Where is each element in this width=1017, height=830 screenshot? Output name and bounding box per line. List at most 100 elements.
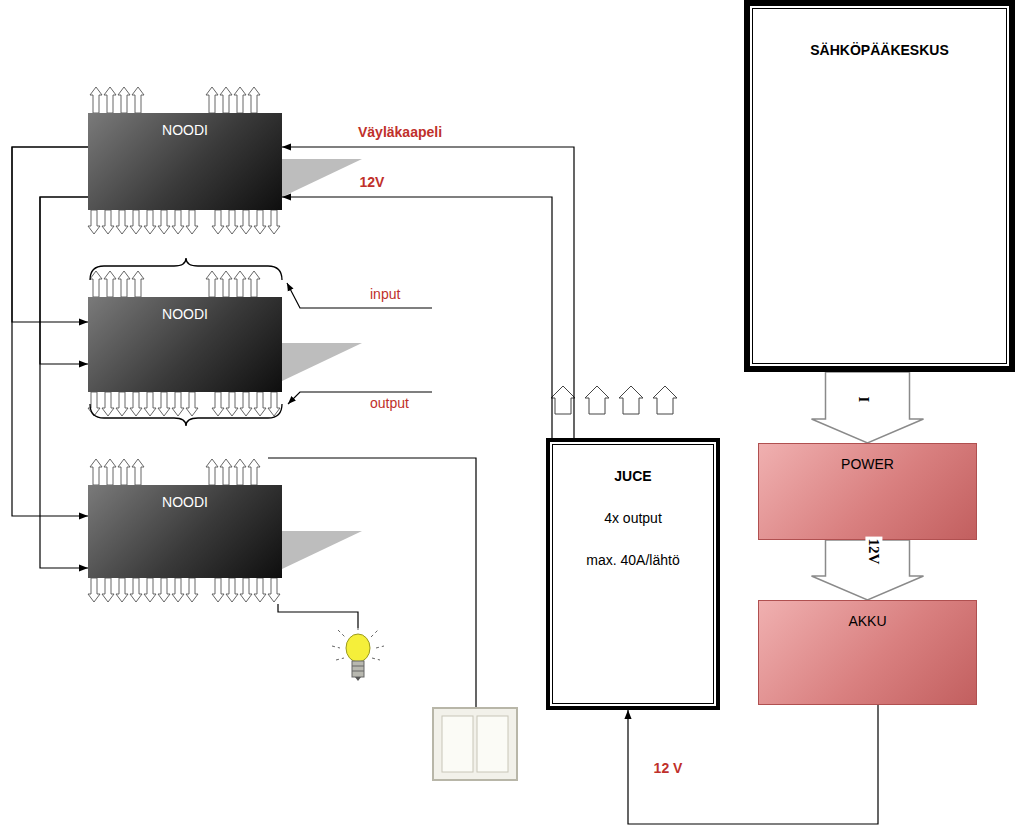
- pin-arrow: [206, 87, 218, 113]
- pin-arrow: [104, 459, 116, 485]
- pin-arrow: [220, 87, 232, 113]
- pin-arrow: [132, 87, 144, 113]
- edge-label: 12V: [358, 174, 387, 190]
- pin-arrow: [144, 392, 156, 416]
- pin-arrow: [212, 578, 224, 602]
- pin-arrow: [226, 210, 238, 234]
- switch-wire: [268, 458, 476, 708]
- pin-arrow: [88, 210, 100, 234]
- edge-label: 12 V: [652, 760, 685, 776]
- wire: [628, 705, 878, 824]
- pin-arrow: [90, 87, 102, 113]
- power-supply: POWER: [758, 443, 977, 540]
- pin-arrow: [172, 578, 184, 602]
- output-terminal: [653, 386, 677, 414]
- pin-arrow: [102, 210, 114, 234]
- pin-arrow: [206, 271, 218, 297]
- output-terminals: [551, 386, 677, 414]
- pin-arrow: [234, 271, 246, 297]
- output-terminal: [619, 386, 643, 414]
- wire: [282, 197, 552, 438]
- edge-label: 12V: [865, 537, 882, 567]
- node-text: NOODI: [162, 122, 208, 138]
- output-terminal: [585, 386, 609, 414]
- pin-arrow: [104, 87, 116, 113]
- node-text: 4x output: [604, 510, 662, 526]
- battery: AKKU: [758, 600, 977, 705]
- pin-arrow: [144, 578, 156, 602]
- pin-arrow: [268, 392, 280, 416]
- pin-arrow: [254, 392, 266, 416]
- pin-arrow: [130, 210, 142, 234]
- lamp-wire: [278, 604, 358, 628]
- pin-arrow: [116, 392, 128, 416]
- pin-arrow: [118, 87, 130, 113]
- pin-arrow: [158, 578, 170, 602]
- pin-arrow: [116, 210, 128, 234]
- pin-arrow: [234, 459, 246, 485]
- light-bulb: [332, 622, 384, 681]
- pin-arrow: [102, 578, 114, 602]
- wall-switch: [433, 708, 517, 780]
- power-distributor: JUCE 4x output max. 40A/lähtö: [546, 438, 720, 710]
- pin-arrow: [186, 210, 198, 234]
- pin-arrow: [220, 271, 232, 297]
- pin-arrow: [226, 392, 238, 416]
- signal-label: input: [368, 286, 402, 302]
- node-text: POWER: [841, 456, 894, 472]
- node-text: AKKU: [848, 613, 886, 629]
- pin-arrow: [88, 578, 100, 602]
- pin-arrow: [158, 392, 170, 416]
- wire: [40, 197, 88, 364]
- wire: [282, 147, 574, 438]
- pin-arrow: [90, 459, 102, 485]
- pin-arrow: [206, 459, 218, 485]
- node-text: NOODI: [162, 306, 208, 322]
- node-module: NOODI: [88, 485, 282, 578]
- pin-arrow: [132, 271, 144, 297]
- pin-arrow: [102, 392, 114, 416]
- pin-arrow: [212, 210, 224, 234]
- pin-arrow: [226, 578, 238, 602]
- node-module: NOODI: [88, 297, 282, 392]
- signal-label: output: [368, 395, 411, 411]
- node-text: JUCE: [614, 468, 651, 484]
- block-arrow: [812, 372, 924, 443]
- pin-arrow: [172, 210, 184, 234]
- pin-arrow: [254, 578, 266, 602]
- pin-arrow: [248, 271, 260, 297]
- pin-arrow: [130, 392, 142, 416]
- pin-arrow: [220, 459, 232, 485]
- wire: [12, 147, 88, 322]
- pin-arrow: [186, 578, 198, 602]
- pin-arrow: [212, 392, 224, 416]
- output-terminal: [551, 386, 575, 414]
- pin-arrow: [158, 210, 170, 234]
- node-module: NOODI: [88, 113, 282, 210]
- wire: [12, 147, 88, 516]
- wire: [40, 197, 88, 568]
- pin-arrow: [172, 392, 184, 416]
- pin-arrow: [248, 459, 260, 485]
- pin-arrow: [254, 210, 266, 234]
- pin-arrow: [144, 210, 156, 234]
- pin-arrow: [240, 392, 252, 416]
- edge-label: I: [855, 394, 872, 404]
- output-bracket: [90, 404, 282, 426]
- main-switchboard: SÄHKÖPÄÄKESKUS: [744, 0, 1015, 372]
- pin-arrow: [118, 459, 130, 485]
- node-shadows: [282, 159, 362, 569]
- node-text: SÄHKÖPÄÄKESKUS: [810, 42, 948, 58]
- pin-arrow: [234, 87, 246, 113]
- pin-arrow: [132, 459, 144, 485]
- node-text: NOODI: [162, 494, 208, 510]
- pin-arrow: [268, 578, 280, 602]
- pin-arrow: [186, 392, 198, 416]
- pin-arrow: [240, 210, 252, 234]
- node-text: max. 40A/lähtö: [586, 552, 679, 568]
- pin-arrow: [248, 87, 260, 113]
- input-bracket: [90, 258, 282, 280]
- pin-arrow: [118, 271, 130, 297]
- pin-arrow: [104, 271, 116, 297]
- pin-arrow: [90, 271, 102, 297]
